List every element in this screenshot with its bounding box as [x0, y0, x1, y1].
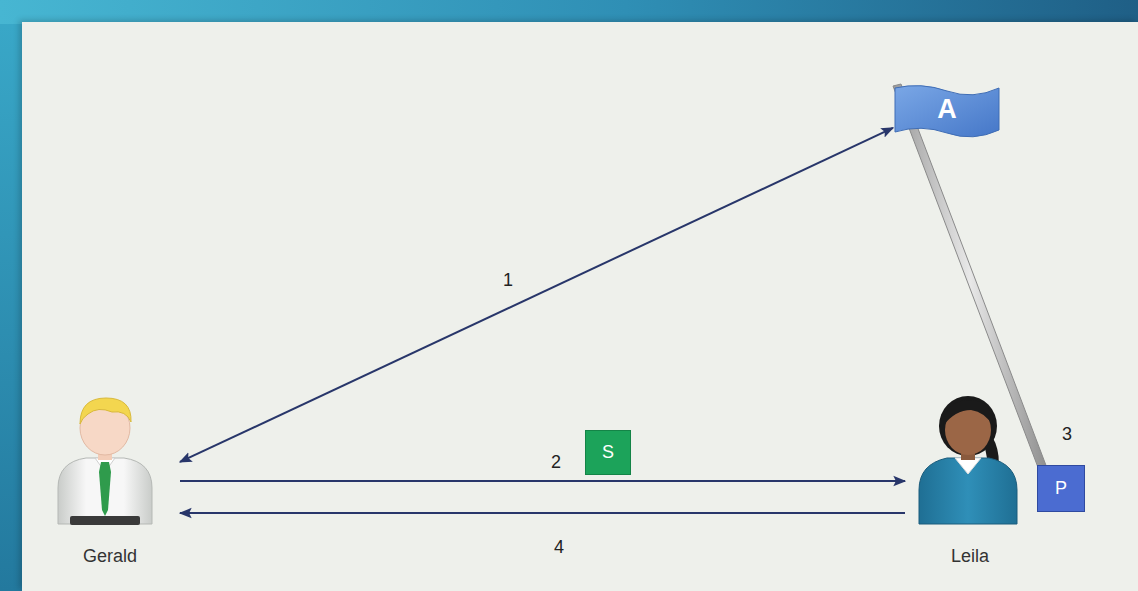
- arrow-connector: [180, 128, 893, 462]
- person-name: Gerald: [83, 546, 137, 567]
- letter-box: P: [1037, 465, 1085, 512]
- letter-box: S: [585, 430, 631, 475]
- flag-node: A: [893, 82, 1001, 138]
- person-icon: [919, 396, 1017, 524]
- person-name: Leila: [951, 546, 989, 567]
- arrow-connector: [180, 480, 905, 482]
- person-node: Leila: [905, 390, 1035, 575]
- person-node: Gerald: [40, 390, 180, 575]
- step-number: 2: [551, 452, 561, 473]
- arrow-connector: [180, 512, 905, 514]
- node-letter: P: [1055, 478, 1067, 499]
- callout-number: 3: [1062, 424, 1072, 445]
- flag-pole: [893, 84, 1047, 470]
- step-number: 4: [554, 537, 564, 558]
- title-bar: [0, 0, 1138, 24]
- step-number: 1: [503, 270, 513, 291]
- node-letter: S: [602, 442, 614, 463]
- person-icon: [58, 398, 152, 525]
- node-letter: A: [937, 94, 957, 125]
